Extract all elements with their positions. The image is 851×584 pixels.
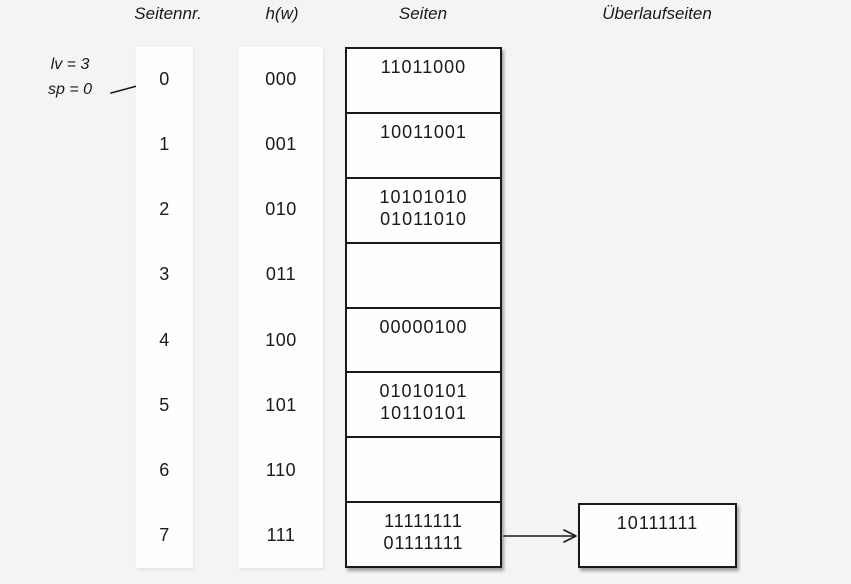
page-number: 2	[159, 199, 170, 220]
hash-value: 000	[265, 69, 297, 90]
hash-value: 011	[265, 264, 297, 285]
column-header-seitennr: Seitennr.	[134, 4, 202, 23]
overflow-arrow-icon	[503, 529, 577, 543]
page-number: 7	[159, 524, 170, 545]
record-value: 10011001	[380, 121, 467, 142]
hash-value: 111	[266, 524, 296, 545]
record-value: 00000100	[379, 316, 468, 337]
column-header-ueberlaufseiten: Überlaufseiten	[602, 4, 712, 23]
page-number: 3	[159, 264, 170, 285]
hash-value: 100	[265, 329, 297, 350]
record-value: 01111111	[383, 533, 464, 554]
record-value: 01010101	[379, 381, 468, 402]
page-cell: 10011001	[347, 111, 500, 177]
page-cell: 00000100	[347, 306, 500, 372]
lv-value: lv = 3	[50, 56, 90, 73]
page-cell	[347, 436, 500, 501]
page-number: 0	[159, 69, 170, 90]
column-header-seiten: Seiten	[398, 4, 448, 23]
hash-value: 101	[265, 394, 297, 415]
column-header-hw: h(w)	[265, 4, 299, 23]
hash-value: 010	[265, 199, 297, 220]
overflow-record-value: 10111111	[616, 513, 699, 533]
hash-value: 110	[265, 459, 297, 480]
page-number: 6	[159, 459, 170, 480]
page-cell: 11011000	[347, 49, 500, 112]
record-value: 11011000	[380, 57, 467, 77]
record-value: 11111111	[384, 511, 463, 532]
sp-value: sp = 0	[47, 81, 93, 98]
record-value: 10101010	[379, 186, 468, 207]
hash-value: 001	[265, 134, 297, 155]
overflow-page-box: 10111111	[578, 503, 737, 568]
page-number: 4	[159, 329, 170, 350]
page-cell	[347, 241, 500, 307]
page-number: 5	[159, 394, 170, 415]
state-annotation: lv = 3 sp = 0	[28, 52, 112, 102]
record-value: 10110101	[380, 403, 467, 424]
record-value: 01011010	[380, 208, 467, 229]
page-number-column: 0 1 2 3 4 5 6 7	[136, 47, 193, 568]
hash-value-column: 000 001 010 011 100 101 110 111	[239, 47, 323, 568]
page-number: 1	[159, 134, 170, 155]
